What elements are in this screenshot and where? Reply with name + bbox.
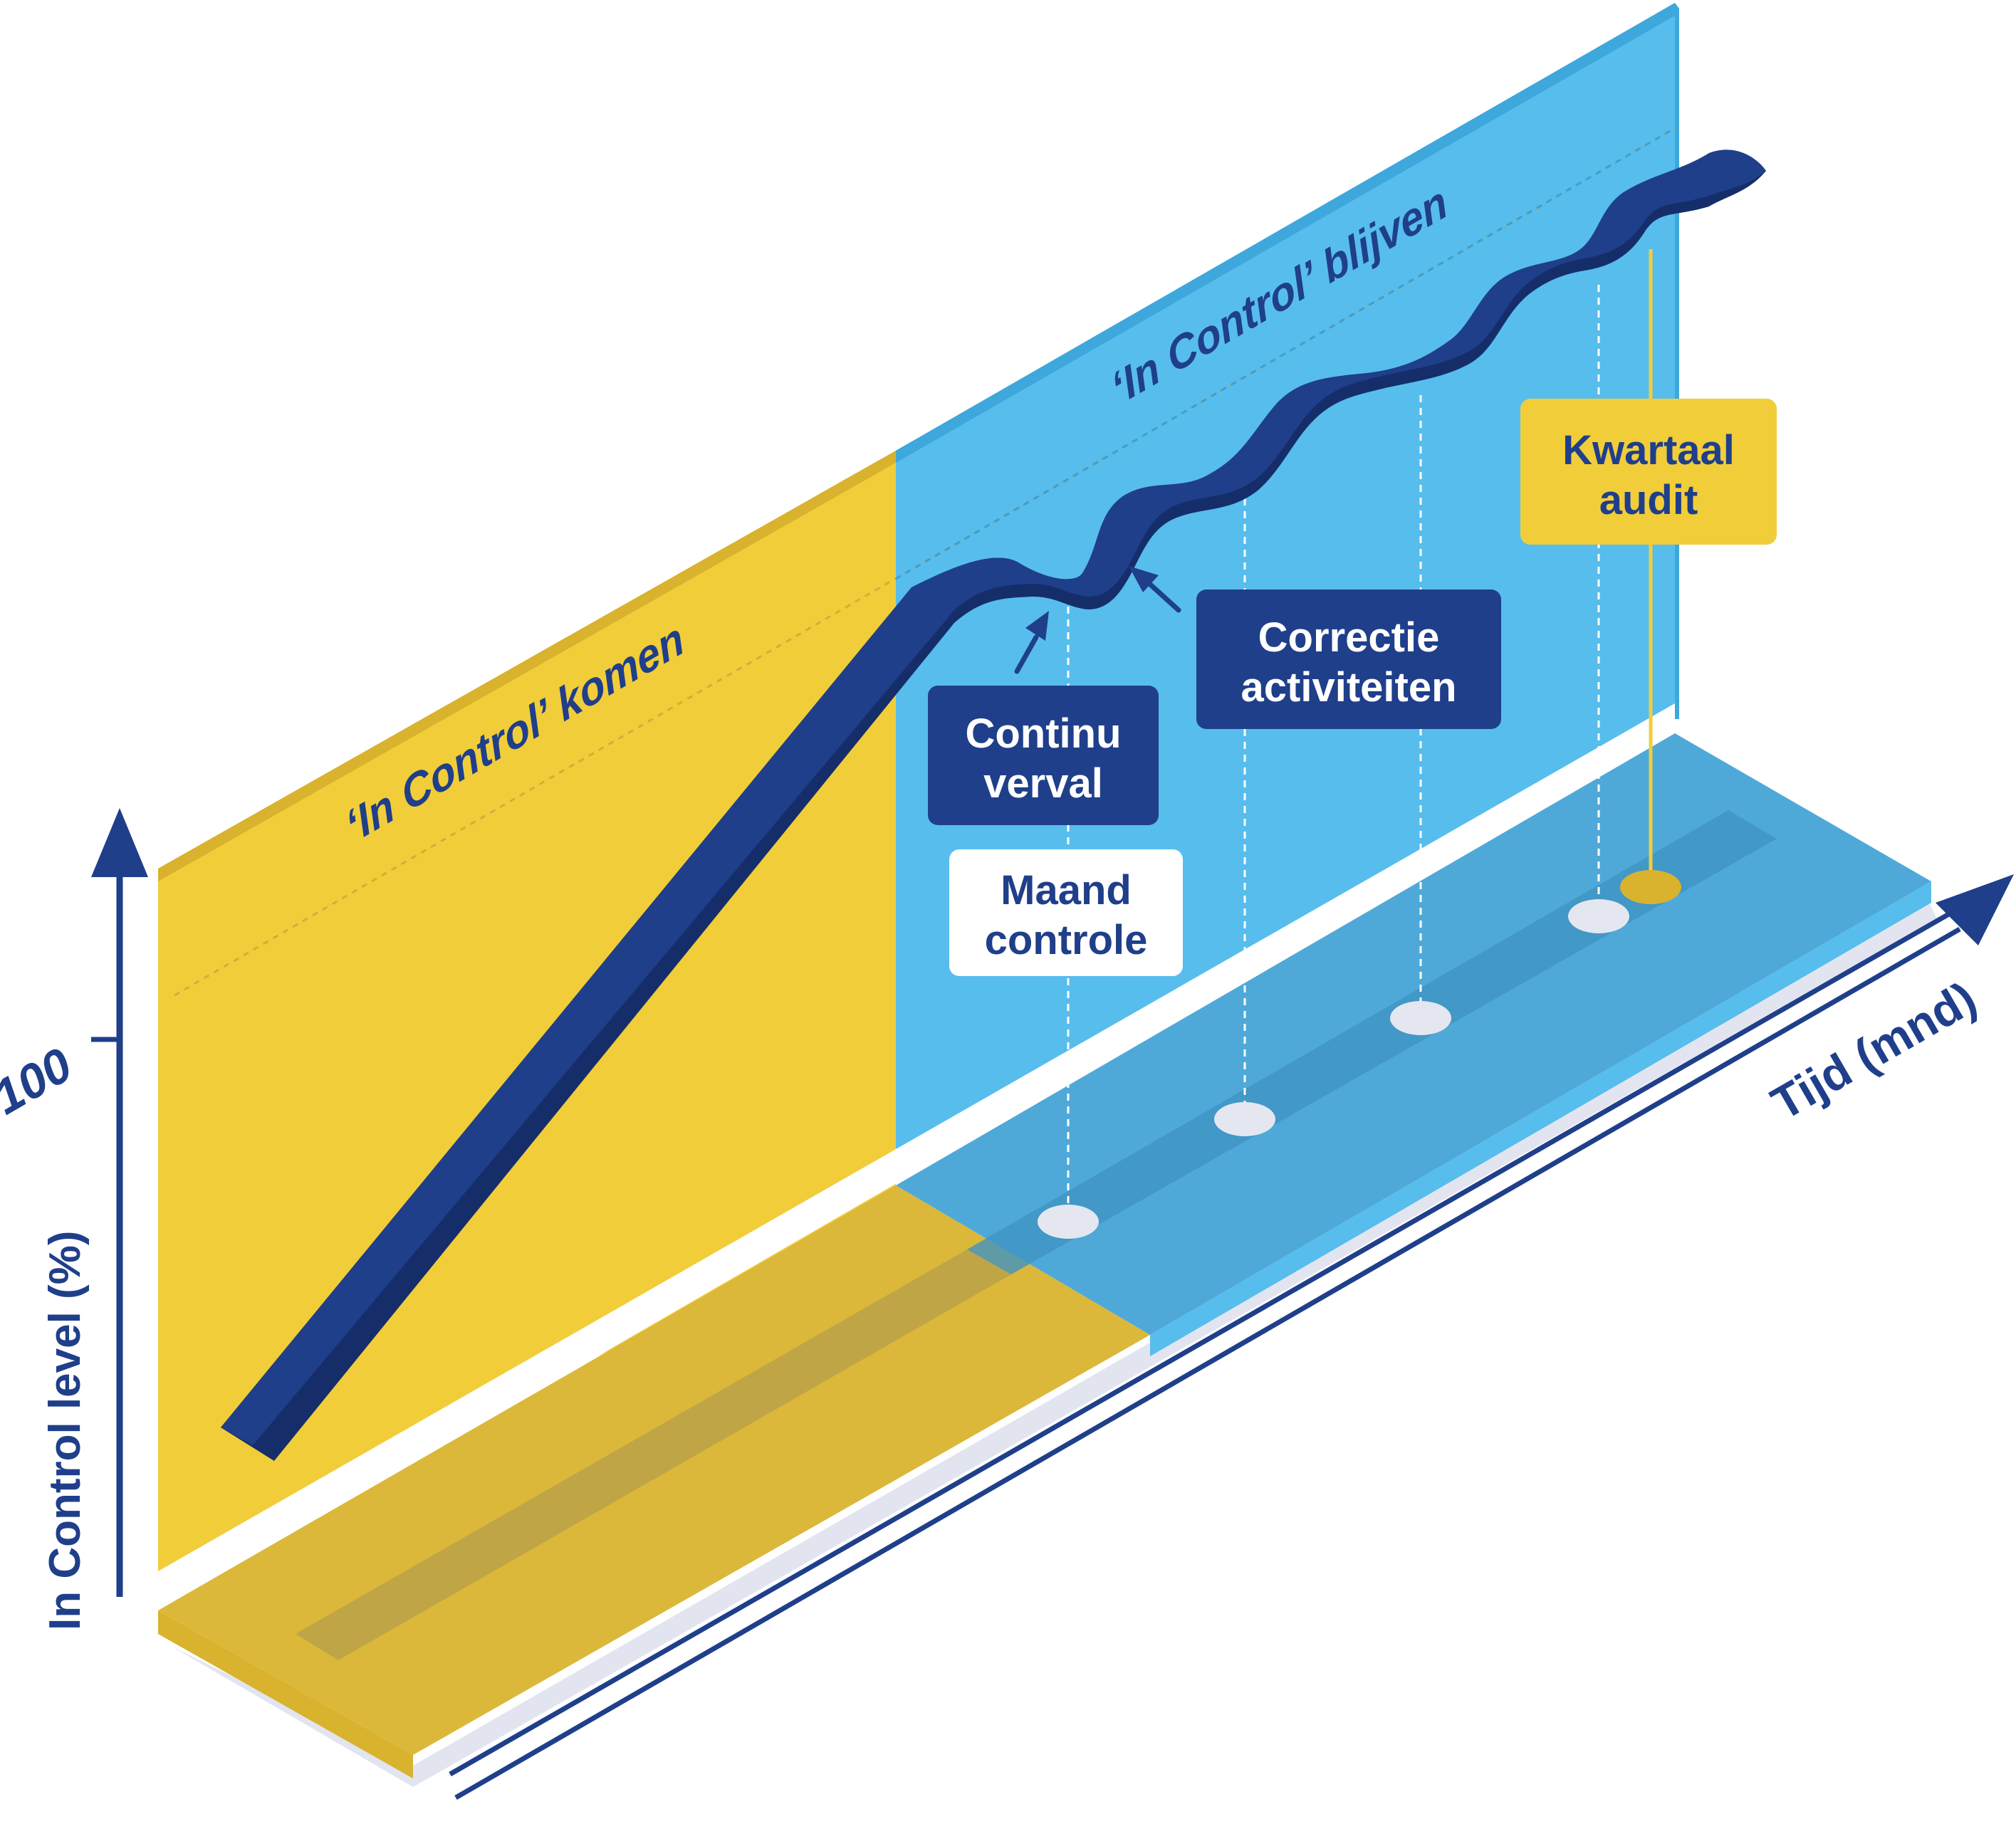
- label-continu-line2: verval: [983, 760, 1103, 807]
- wall-floor-gap: [158, 703, 1675, 1610]
- label-kwartaal-line1: Kwartaal: [1562, 427, 1735, 473]
- y-axis-label: In Control level (%): [41, 1231, 90, 1630]
- arrow-correctie-shaft: [1145, 580, 1181, 613]
- floor-marker-1: [1038, 1205, 1099, 1239]
- floor-marker-4: [1568, 899, 1629, 933]
- label-continu-line1: Continu: [965, 711, 1121, 757]
- label-maand-line2: controle: [985, 917, 1148, 963]
- label-continu-box: [928, 686, 1159, 825]
- arrow-correctie-head: [1129, 566, 1159, 592]
- arrow-continu-shaft: [1014, 634, 1039, 674]
- reference-line-100: [174, 127, 1676, 997]
- wall-blue-top-edge: [896, 3, 1675, 463]
- label-correctie-activiteiten: Correctie activiteiten: [1196, 589, 1501, 729]
- arrow-continu-head: [1025, 611, 1049, 641]
- label-correctie-box: [1196, 589, 1501, 729]
- floor-marker-kwartaal: [1620, 870, 1681, 904]
- label-maand-line1: Maand: [1001, 867, 1132, 913]
- annotation-arrows: [1014, 566, 1181, 674]
- floor-marker-3: [1390, 1001, 1451, 1035]
- label-kwartaal-line2: audit: [1599, 477, 1698, 523]
- y-axis-tick-label: 100: [0, 1037, 81, 1125]
- floor-marker-2: [1214, 1102, 1275, 1136]
- y-axis-arrowhead: [91, 808, 148, 877]
- label-correctie-line2: activiteiten: [1241, 664, 1457, 711]
- x-axis-line-outer: [454, 926, 1961, 1801]
- in-control-curve: [221, 150, 1766, 1462]
- label-maand-controle: Maand controle: [949, 849, 1183, 976]
- x-axis-arrowhead: [1936, 874, 2014, 945]
- label-kwartaal-audit: Kwartaal audit: [1520, 399, 1777, 545]
- floor-yellow-side: [158, 1610, 413, 1778]
- label-kwartaal-box: [1520, 399, 1777, 545]
- floor-blue-side: [1150, 881, 1931, 1356]
- curve-side: [221, 150, 1766, 1462]
- reference-line-100-blue: [895, 127, 1676, 580]
- wall-yellow-top-edge: [158, 451, 896, 881]
- floor-track-yellow: [296, 1249, 1011, 1660]
- floor-markers: [1038, 870, 1681, 1239]
- label-continu-verval: Continu verval: [928, 686, 1159, 825]
- x-axis-line-inner: [449, 896, 1978, 1777]
- y-axis: 100 In Control level (%): [0, 808, 148, 1630]
- label-maand-box: [949, 849, 1183, 976]
- label-correctie-line1: Correctie: [1258, 614, 1440, 661]
- wall-blue-side: [1675, 3, 1679, 719]
